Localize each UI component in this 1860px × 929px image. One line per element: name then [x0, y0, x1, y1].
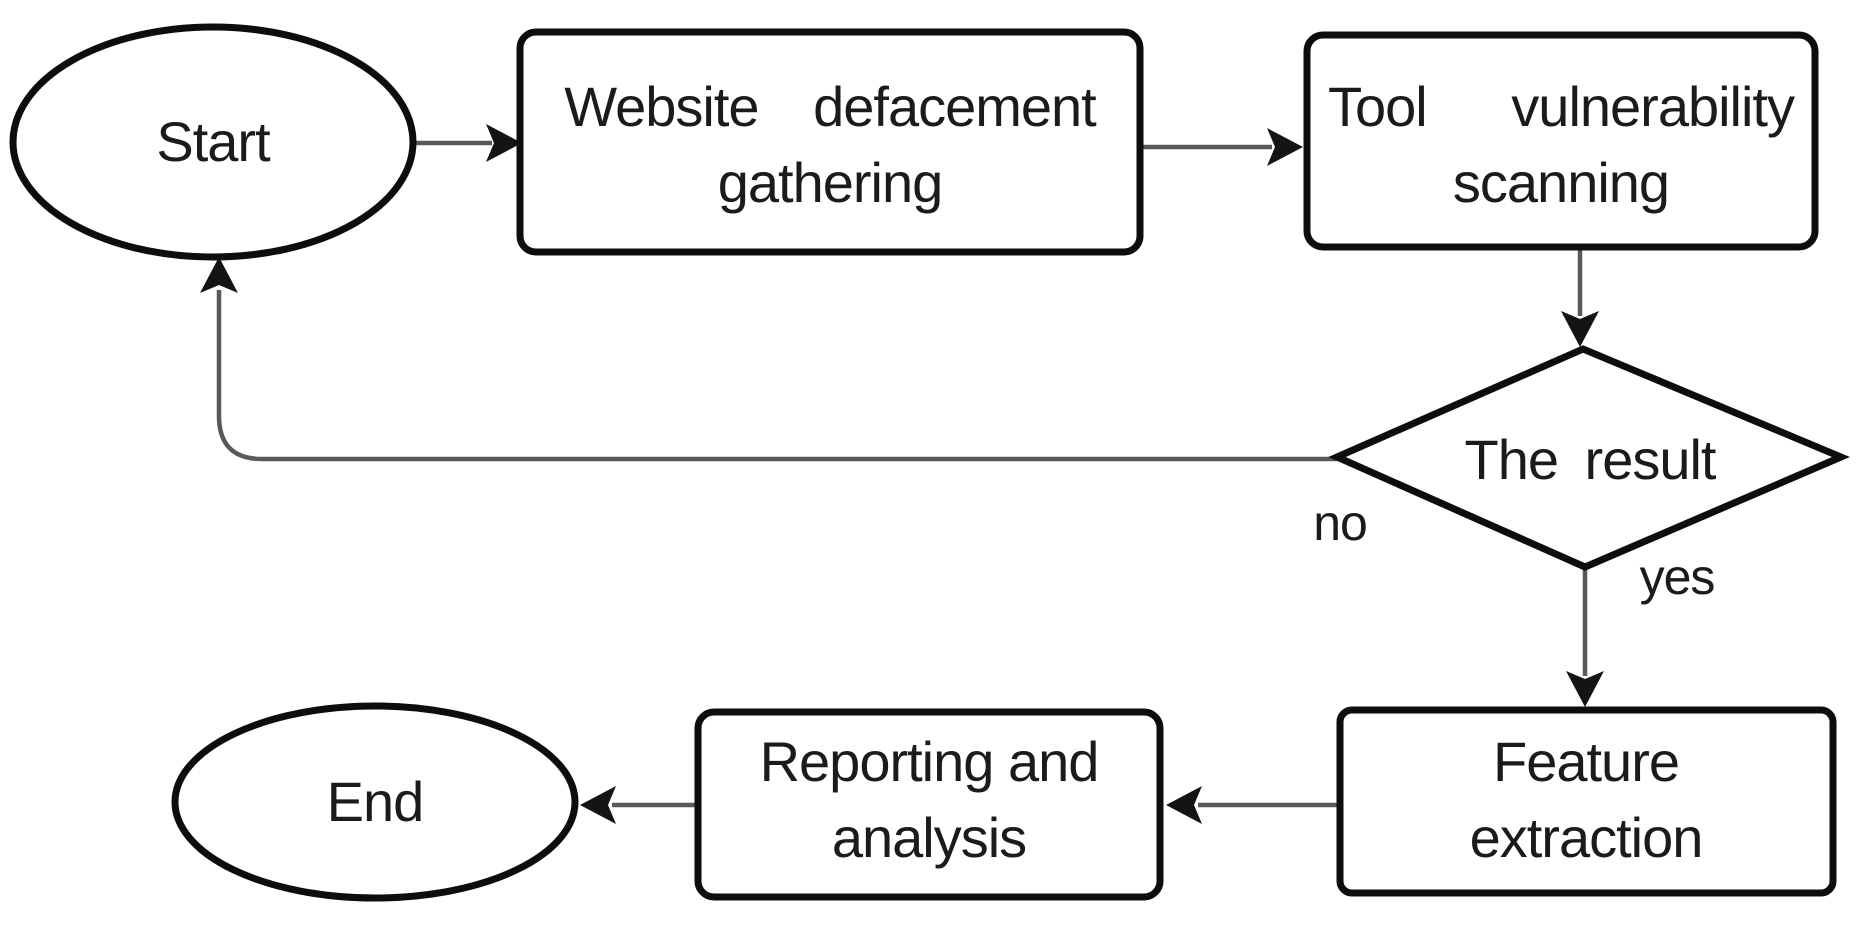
edge-reporting-to-end — [580, 786, 698, 824]
edge-feature-to-reporting — [1166, 786, 1340, 824]
arrowhead-right-icon — [486, 124, 522, 162]
end-node-label: End — [326, 770, 425, 833]
gathering-node-shape — [516, 28, 1144, 256]
edge-decision-yes-to-feature — [1566, 567, 1604, 707]
scanning-node-shape — [1303, 31, 1819, 251]
start-node-shape — [9, 23, 417, 261]
arrowhead-down-icon — [1561, 311, 1599, 347]
decision-node-shape — [1328, 345, 1850, 571]
edge-start-to-gathering — [413, 124, 522, 162]
feature-node-label: Feature extraction — [1469, 730, 1704, 869]
arrowhead-down-icon — [1566, 671, 1604, 707]
edge-label-no: no — [1313, 495, 1368, 551]
arrowhead-up-icon — [200, 257, 238, 293]
edge-decision-no-loop-to-start — [200, 257, 1337, 462]
gathering-node-label: Website defacement gathering — [564, 75, 1096, 214]
arrowhead-left-icon — [1166, 786, 1202, 824]
arrowhead-left-icon — [580, 786, 616, 824]
end-node-shape — [171, 702, 579, 902]
arrowhead-right-icon — [1267, 128, 1303, 166]
edge-label-yes: yes — [1639, 549, 1716, 605]
reporting-node-shape — [694, 708, 1164, 901]
decision-node-label: The result — [1464, 428, 1717, 491]
edge-gathering-to-scanning — [1140, 128, 1303, 166]
reporting-node-label: Reporting and analysis — [759, 730, 1100, 869]
scanning-node-label: Tool vulnerability scanning — [1328, 75, 1795, 214]
feature-node-shape — [1336, 706, 1837, 897]
start-node-label: Start — [156, 110, 270, 173]
edge-scanning-to-decision — [1561, 247, 1599, 347]
